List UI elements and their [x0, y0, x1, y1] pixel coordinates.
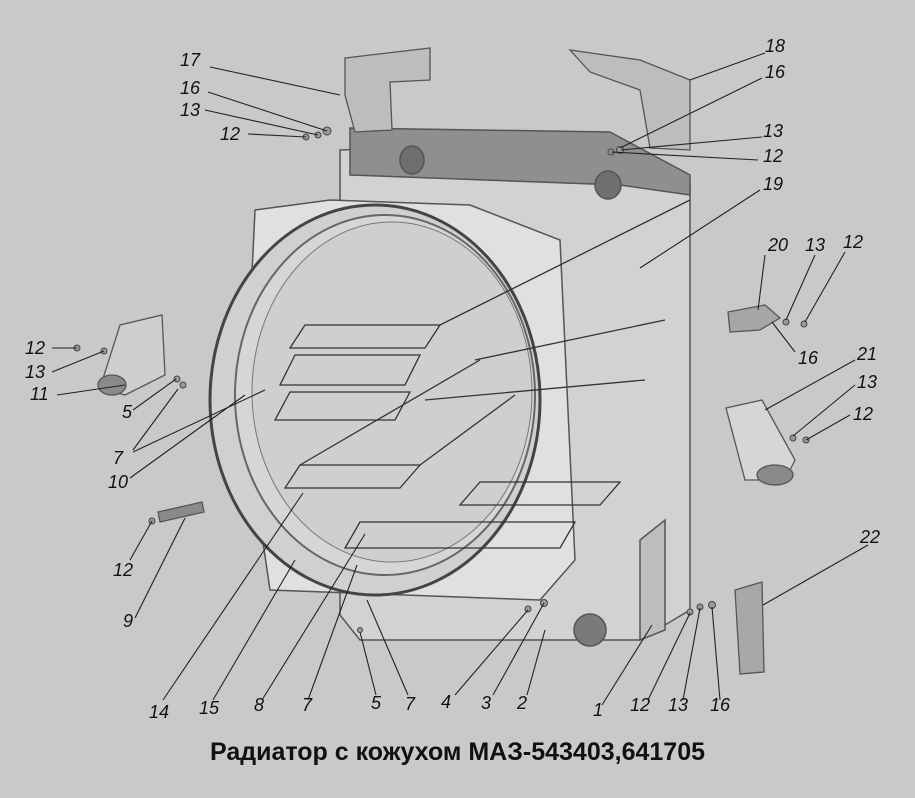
callout-8: 8: [254, 695, 265, 715]
callout-11: 11: [30, 384, 49, 404]
callout-13: 13: [668, 695, 689, 715]
hidden-core-outlines: [273, 199, 691, 549]
callout-21: 21: [857, 344, 878, 364]
callout-9: 9: [123, 611, 134, 631]
callout-19: 19: [763, 174, 784, 194]
small-hardware: [73, 126, 810, 633]
callout-16: 16: [710, 695, 731, 715]
callout-16: 16: [180, 78, 201, 98]
callout-7: 7: [405, 694, 416, 714]
callout-16: 16: [765, 62, 786, 82]
callout-4: 4: [441, 692, 452, 712]
callout-22: 22: [860, 527, 881, 547]
callout-12: 12: [630, 695, 651, 715]
callout-20: 20: [768, 235, 789, 255]
callout-12: 12: [113, 560, 134, 580]
callout-2: 2: [517, 693, 528, 713]
callout-10: 10: [108, 472, 129, 492]
callout-13: 13: [25, 362, 46, 382]
diagram-caption: Радиатор с кожухом МАЗ-543403,641705: [209, 738, 706, 766]
callout-13: 13: [180, 100, 201, 120]
callout-13: 13: [805, 235, 826, 255]
brackets: [97, 47, 796, 675]
callout-5: 5: [371, 693, 382, 713]
callout-5: 5: [122, 402, 133, 422]
callout-12: 12: [763, 146, 784, 166]
callout-13: 13: [763, 121, 784, 141]
callout-14: 14: [149, 702, 170, 722]
callout-1: 1: [593, 700, 604, 720]
callout-18: 18: [765, 36, 786, 56]
callout-7: 7: [302, 695, 313, 715]
callout-17: 17: [180, 50, 201, 70]
fan-shroud: [208, 199, 576, 601]
leader-lines: [51, 52, 869, 706]
callout-12: 12: [853, 404, 874, 424]
callout-12: 12: [25, 338, 46, 358]
callout-13: 13: [857, 372, 878, 392]
callout-12: 12: [220, 124, 241, 144]
callout-12: 12: [843, 232, 864, 252]
callout-15: 15: [199, 698, 220, 718]
callout-16: 16: [798, 348, 819, 368]
callout-3: 3: [481, 693, 492, 713]
callout-7: 7: [113, 448, 124, 468]
